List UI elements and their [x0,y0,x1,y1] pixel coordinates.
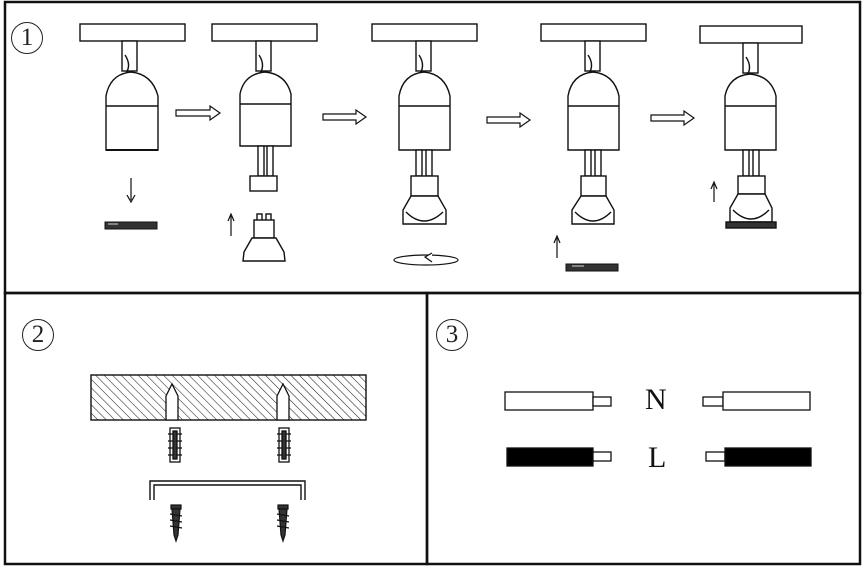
live-wire-left [506,447,612,467]
up-arrow-4 [553,234,561,258]
fixture-3 [371,23,478,225]
step-number-3: 3 [436,319,468,351]
mounting-bracket [149,480,306,500]
right-arrow-1 [175,104,222,122]
panel-2-frame [3,291,429,566]
neutral-wire-left [504,391,612,411]
step-number-1: 1 [11,22,43,54]
fixture-2 [211,23,318,192]
fixture-1 [79,23,186,151]
live-label: L [648,441,667,474]
wall-plug-1 [168,427,182,463]
live-wire-right [705,447,812,467]
up-arrow-5 [710,180,718,202]
right-arrow-4 [650,109,696,127]
right-arrow-2 [322,108,368,126]
neutral-wire-right [702,391,811,411]
right-arrow-3 [486,111,532,129]
fixture-4 [540,23,647,225]
gasket-ring-1 [104,221,158,230]
screw-1 [169,504,183,543]
gu10-bulb-loose [242,213,286,262]
wall-plug-2 [277,427,291,463]
panel-3-frame [425,291,862,566]
neutral-label: N [645,383,667,416]
rotate-arrow [393,252,459,266]
screw-2 [276,504,290,543]
gasket-ring-4 [565,263,619,272]
down-arrow-1 [126,178,136,204]
wall-section [90,374,367,421]
up-arrow-2 [227,212,235,236]
step-number-2: 2 [22,319,54,351]
fixture-5 [699,25,803,229]
